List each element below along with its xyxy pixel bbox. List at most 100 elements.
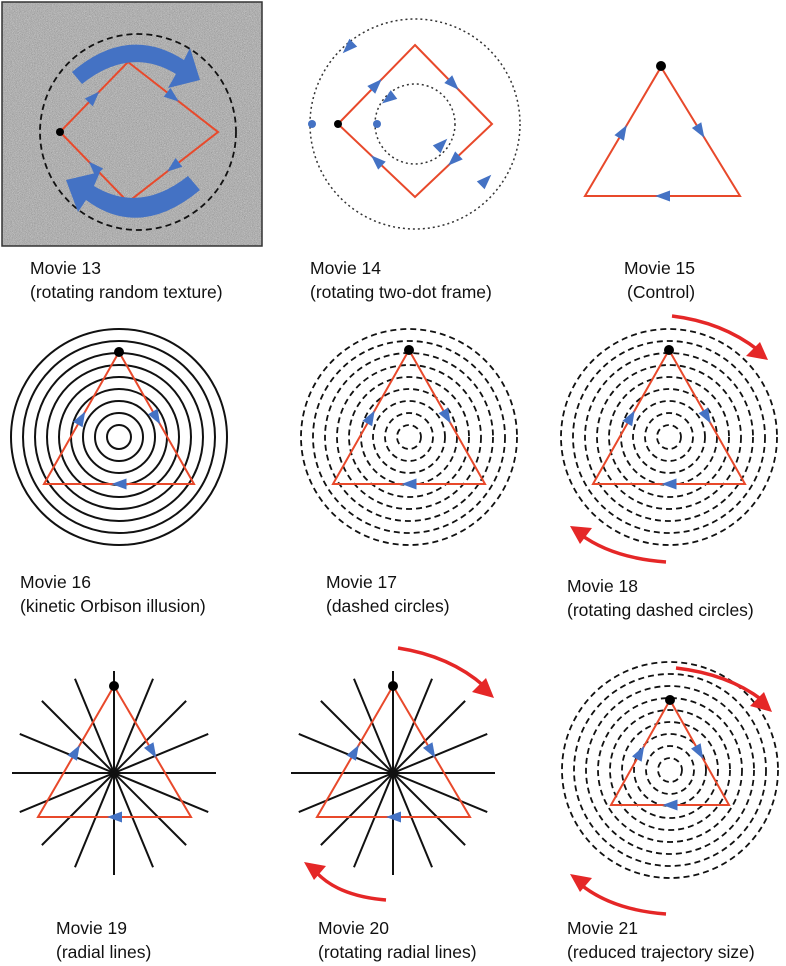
radial-lines (12, 671, 216, 875)
rotation-arrowhead-icon (304, 862, 326, 880)
panel-movie-14 (308, 18, 521, 230)
dashed-ring (644, 412, 694, 462)
dashed-ring (584, 352, 754, 522)
panel-movie-13 (1, 1, 263, 247)
dashed-ring (396, 424, 422, 450)
moving-dot (656, 61, 666, 71)
trajectory-arrowhead-icon (661, 478, 677, 490)
trajectory-arrowhead-icon (691, 743, 704, 760)
trajectory-arrowhead-icon (448, 151, 463, 166)
moving-dot (109, 681, 119, 691)
caption-title: Movie 16 (20, 572, 92, 592)
trajectory-arrowhead-icon (362, 410, 375, 427)
rotation-arrow-top-icon (72, 44, 200, 88)
solid-ring (46, 364, 192, 510)
trajectory-arrowhead-icon (84, 91, 100, 107)
texture-border (1, 1, 263, 247)
caption-subtitle: (rotating dashed circles) (567, 600, 754, 620)
rotation-arrowhead-icon (570, 874, 592, 892)
frame-arrowhead-icon (342, 38, 358, 54)
frame-arrowhead-icon (476, 174, 492, 190)
caption-title: Movie 19 (56, 918, 128, 938)
dashed-ring (324, 352, 494, 522)
panel-movie-17 (300, 328, 518, 546)
rotation-arrowhead-icon (570, 526, 592, 544)
caption-subtitle: (rotating radial lines) (318, 942, 477, 962)
rotation-arrowhead-icon (750, 692, 772, 712)
rotation-arrow-clockwise-icon (397, 646, 486, 688)
caption-movie-14: Movie 14 (rotating two-dot frame) (310, 256, 492, 304)
trajectory-arrowhead-icon (111, 478, 127, 490)
moving-dot (56, 128, 64, 136)
trajectory-arrowhead-icon (167, 158, 183, 172)
moving-dot (665, 695, 675, 705)
caption-movie-17: Movie 17 (dashed circles) (326, 570, 450, 618)
trajectory-arrowhead-icon (655, 190, 670, 202)
dashed-ring (632, 400, 706, 474)
dashed-ring (300, 328, 518, 546)
caption-subtitle: (reduced trajectory size) (567, 942, 755, 962)
trajectory-arrowhead-icon (422, 742, 436, 758)
dashed-ring (645, 745, 695, 795)
moving-dot (388, 681, 398, 691)
radial-line (19, 733, 209, 813)
frame-dot-inner (373, 120, 381, 128)
dashed-ring (384, 412, 434, 462)
dashed-ring (656, 424, 682, 450)
caption-movie-16: Movie 16 (kinetic Orbison illusion) (20, 570, 206, 618)
panel-movie-15 (583, 61, 742, 202)
dashed-ring (572, 340, 766, 534)
caption-movie-13: Movie 13 (rotating random texture) (30, 256, 223, 304)
solid-ring (70, 388, 168, 486)
frame-arrowhead-icon (382, 90, 398, 104)
moving-dot (114, 347, 124, 357)
frame-arrowhead-icon (432, 138, 448, 154)
solid-ring (58, 376, 180, 498)
dashed-reference-circle (39, 33, 237, 231)
trajectory-arrowhead-icon (614, 125, 627, 141)
dashed-ring (561, 661, 779, 879)
dashed-ring (372, 400, 446, 474)
solid-ring (34, 352, 204, 522)
moving-dot (404, 345, 414, 355)
trajectory-arrowhead-icon (662, 799, 678, 811)
concentric-dashed-circles (300, 328, 518, 546)
trajectory-arrowhead-icon (622, 410, 635, 427)
trajectory-arrowhead-icon (148, 408, 161, 425)
dashed-ring (633, 733, 707, 807)
caption-title: Movie 15 (624, 258, 696, 278)
concentric-dashed-circles (560, 328, 778, 546)
dashed-ring (312, 340, 506, 534)
concentric-solid-circles (10, 328, 228, 546)
caption-subtitle: (rotating two-dot frame) (310, 282, 492, 302)
solid-ring (94, 412, 144, 462)
trajectory-arrowhead-icon (88, 161, 104, 177)
trajectory-arrowhead-icon (401, 478, 417, 490)
dashed-ring (597, 697, 743, 843)
trajectory-arrowhead-icon (691, 122, 705, 138)
caption-title: Movie 17 (326, 572, 398, 592)
panel-movie-16 (10, 328, 228, 546)
triangle-trajectory (609, 697, 731, 806)
caption-movie-18: Movie 18 (rotating dashed circles) (567, 574, 754, 622)
caption-movie-15: Movie 15 (Control) (624, 256, 695, 304)
solid-ring (10, 328, 228, 546)
caption-subtitle: (kinetic Orbison illusion) (20, 596, 206, 616)
dashed-ring (348, 376, 470, 498)
solid-ring (22, 340, 216, 534)
rotation-arrowhead-icon (472, 678, 494, 698)
dashed-ring (621, 721, 719, 819)
concentric-dashed-circles (561, 661, 779, 879)
radial-lines (291, 671, 495, 875)
caption-subtitle: (rotating random texture) (30, 282, 223, 302)
frame-dot-outer (308, 120, 316, 128)
dashed-ring (609, 709, 731, 831)
caption-title: Movie 14 (310, 258, 382, 278)
diamond-trajectory (336, 43, 494, 199)
dashed-ring (620, 388, 718, 486)
trajectory-arrowhead-icon (386, 811, 401, 823)
dashed-ring (560, 328, 778, 546)
caption-title: Movie 20 (318, 918, 390, 938)
caption-title: Movie 21 (567, 918, 639, 938)
